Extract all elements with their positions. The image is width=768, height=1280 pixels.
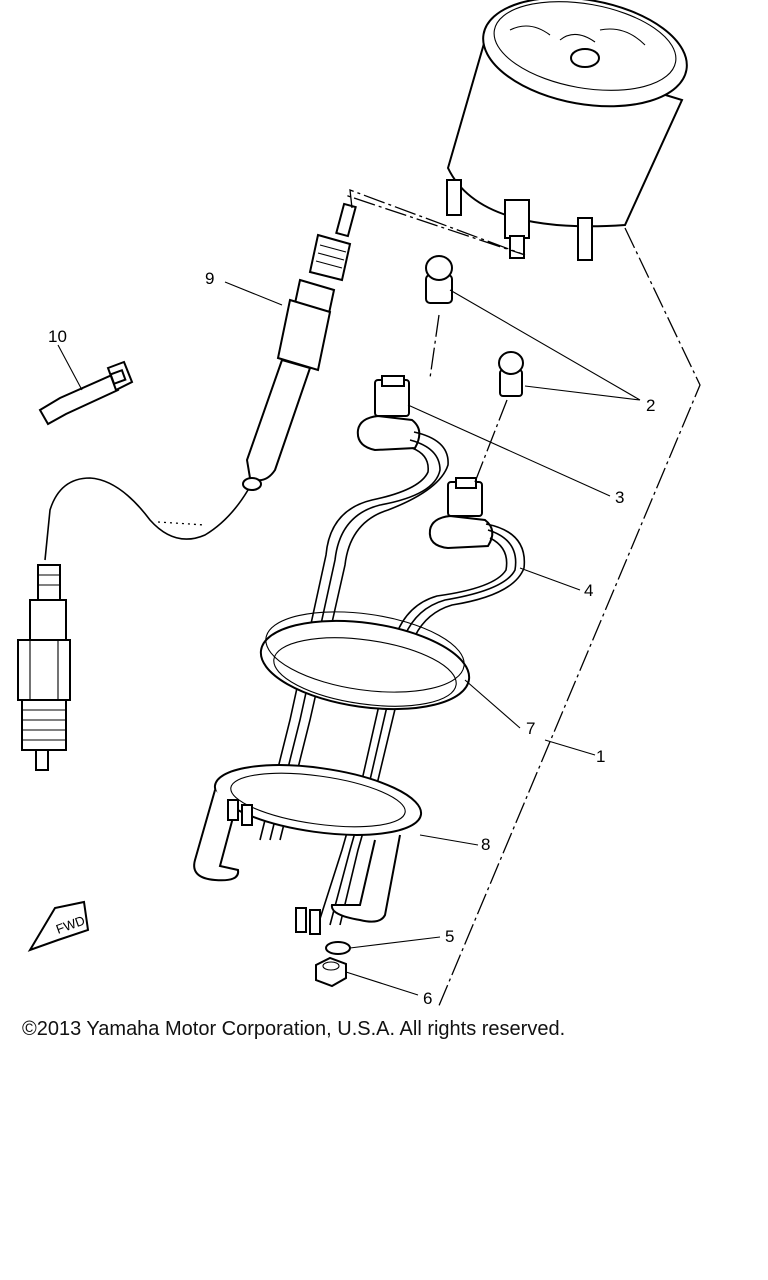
svg-text:10: 10 [48,327,67,346]
stud-left [295,907,307,933]
assembly-line-cable [344,189,526,256]
svg-text:5: 5 [445,927,454,946]
callout-6: 6 [345,971,432,1008]
callout-10: 10 [48,327,83,391]
assembly-line-bulb-lower [474,399,508,483]
gasket-7 [259,611,471,711]
callout-5: 5 [349,927,454,949]
fwd-arrow: FWD [27,900,90,952]
svg-text:1: 1 [596,747,605,766]
socket-4 [428,477,494,550]
svg-text:3: 3 [615,488,624,507]
socket-3 [356,375,421,452]
meter-housing [446,0,688,261]
key-10 [38,360,134,426]
callout-4: 4 [519,567,593,600]
callout-7: 7 [464,679,535,738]
svg-text:6: 6 [423,989,432,1008]
spark-plug [17,564,71,771]
bulb-upper [425,255,453,304]
nut-6 [315,956,347,988]
callout-3: 3 [407,404,624,507]
copyright-notice: ©2013 Yamaha Motor Corporation, U.S.A. A… [22,1018,566,1040]
svg-text:2: 2 [646,396,655,415]
meter-cable-9 [44,202,357,561]
bulb-lower [498,351,524,397]
callout-1: 1 [544,739,605,766]
stud-right [309,909,321,935]
svg-text:8: 8 [481,835,490,854]
callout-8: 8 [419,834,490,854]
callout-2: 2 [449,289,655,415]
bracket-8 [193,764,423,923]
assembly-line-main [437,227,701,1009]
svg-text:4: 4 [584,581,593,600]
callout-9: 9 [205,269,283,306]
assembly-line-bulb-upper [429,314,440,379]
svg-text:7: 7 [526,719,535,738]
washer-5 [325,941,351,955]
exploded-parts-diagram: FWD 2 3 4 7 1 8 5 6 9 10 [17,0,701,1009]
svg-text:9: 9 [205,269,214,288]
dotted-line-plug [157,521,206,526]
